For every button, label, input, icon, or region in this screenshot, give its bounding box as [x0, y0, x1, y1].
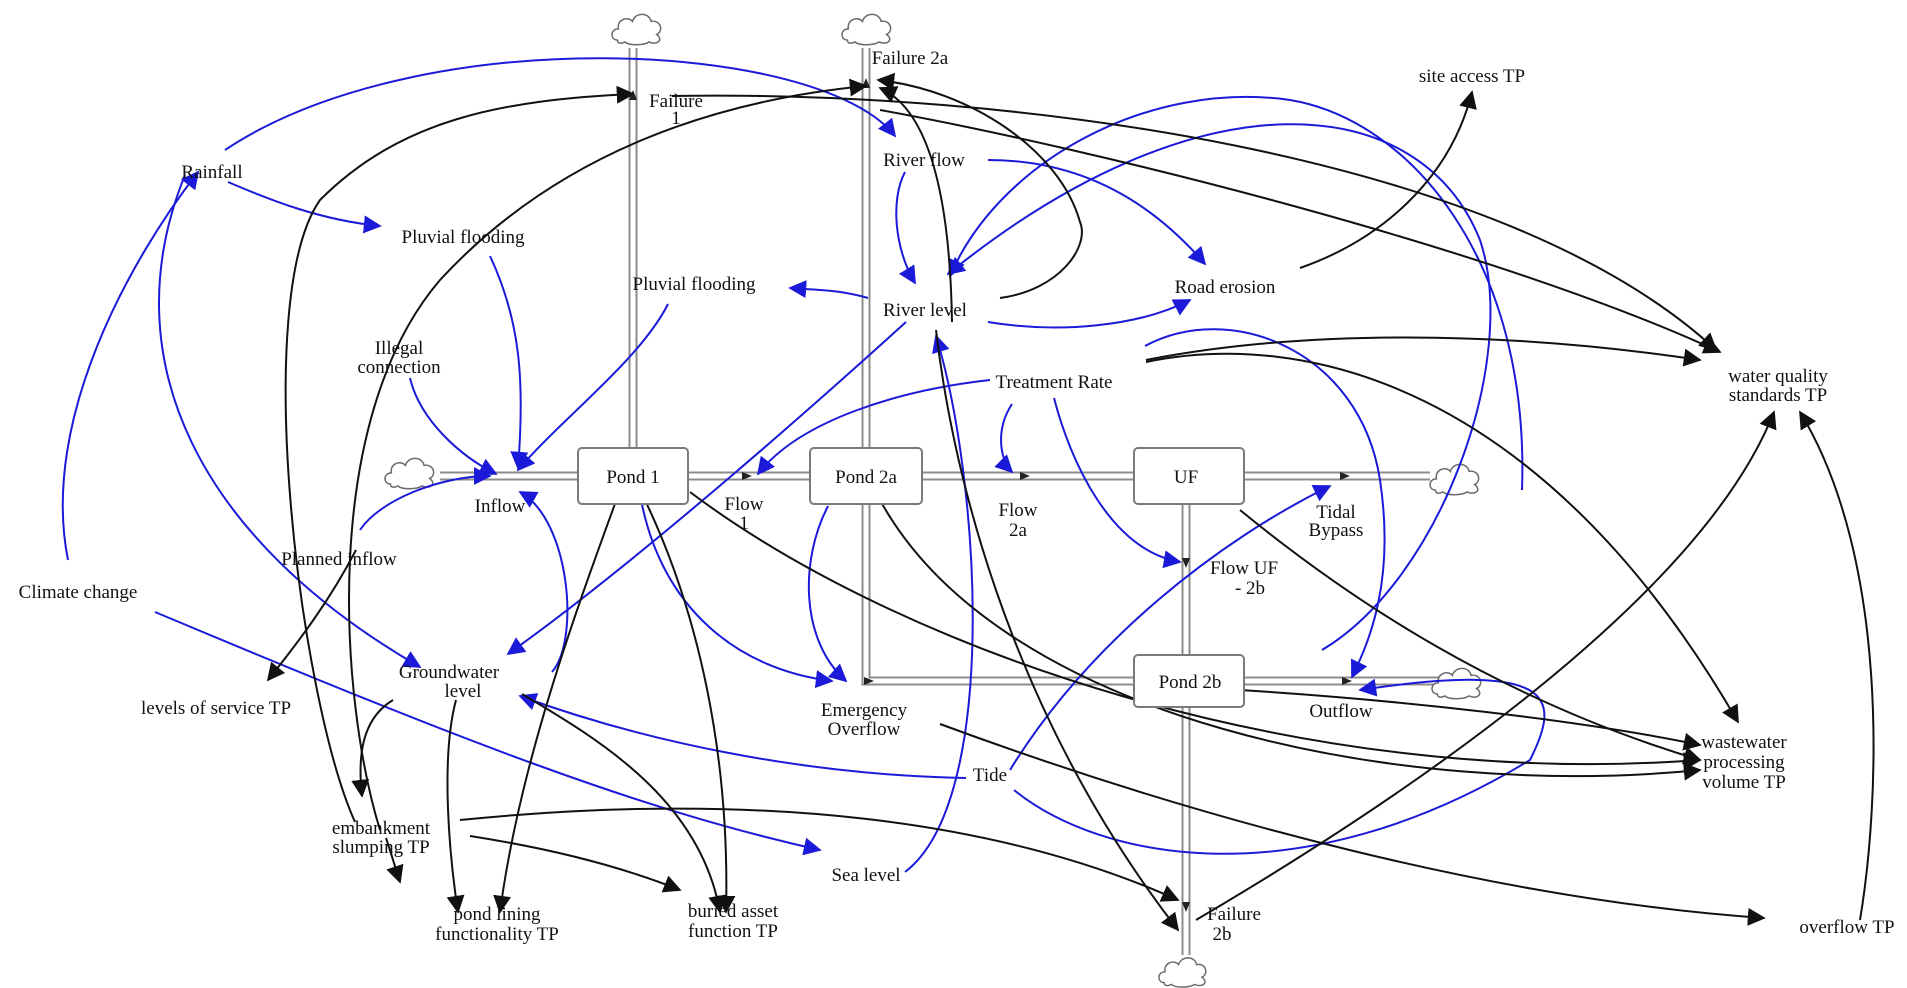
stock-label-pond-2a: Pond 2a	[835, 467, 897, 488]
var-embankment-slumping-line2: slumping TP	[332, 837, 429, 858]
flow-labels: Failure 1 Failure 2a Flow 1 Flow 2a Tida…	[475, 48, 1373, 945]
flow-emergency-overflow-line2: Overflow	[828, 719, 901, 740]
stock-uf[interactable]: UF	[1133, 447, 1245, 505]
cloud-icon-outflow	[1431, 667, 1482, 700]
flow-uf-2b-line1: Flow UF	[1210, 558, 1278, 579]
valve-flow-2a	[1020, 472, 1030, 480]
cloud-icon-failure-1	[611, 13, 662, 46]
flow-failure-1-line1: Failure	[649, 91, 703, 112]
flow-1-line1: Flow	[724, 494, 763, 515]
flow-tidal-bypass-line1: Tidal	[1316, 502, 1355, 523]
var-illegal-connection-line1: Illegal	[375, 338, 424, 359]
var-embankment-slumping-line1: embankment	[332, 818, 431, 839]
var-groundwater-level-line1: Groundwater	[399, 662, 500, 683]
flow-pipes	[440, 48, 1440, 955]
valve-failure-2b	[1182, 902, 1190, 912]
valve-outflow	[1342, 677, 1352, 685]
cloud-icon-failure-2a	[841, 13, 892, 46]
var-pluvial-flooding-2: Pluvial flooding	[633, 274, 756, 295]
flow-uf-2b-line2: - 2b	[1235, 578, 1265, 599]
valve-flow-uf-2b	[1182, 558, 1190, 568]
var-rainfall: Rainfall	[181, 162, 242, 183]
flow-2a-line1: Flow	[998, 500, 1037, 521]
var-groundwater-level-line2: level	[445, 681, 482, 702]
var-planned-inflow: Planned inflow	[281, 549, 397, 570]
var-wastewater-line3: volume TP	[1702, 772, 1786, 793]
var-treatment-rate: Treatment Rate	[996, 372, 1113, 393]
var-wastewater-line2: processing	[1703, 752, 1785, 773]
var-pond-lining-line2: functionality TP	[435, 924, 559, 945]
flow-emergency-overflow-line1: Emergency	[821, 700, 908, 721]
cloud-icon-inflow	[384, 457, 435, 490]
flow-failure-2b-line2: 2b	[1213, 924, 1232, 945]
var-climate-change: Climate change	[19, 582, 138, 603]
flow-failure-2a: Failure 2a	[872, 48, 949, 69]
stock-label-uf: UF	[1174, 467, 1198, 488]
variable-labels: Rainfall Pluvial flooding Pluvial floodi…	[19, 66, 1895, 945]
var-river-level: River level	[883, 300, 967, 321]
flow-outflow: Outflow	[1309, 701, 1373, 722]
var-water-quality-line2: standards TP	[1729, 385, 1827, 406]
var-buried-asset-line1: buried asset	[688, 901, 779, 922]
var-road-erosion: Road erosion	[1175, 277, 1276, 298]
var-pluvial-flooding-1: Pluvial flooding	[402, 227, 525, 248]
flow-2a-line2: 2a	[1009, 520, 1028, 541]
var-levels-of-service: levels of service TP	[141, 698, 291, 719]
flow-tidal-bypass-line2: Bypass	[1309, 520, 1364, 541]
var-pond-lining-line1: pond lining	[453, 904, 541, 925]
var-sea-level: Sea level	[831, 865, 900, 886]
var-illegal-connection-line2: connection	[357, 357, 441, 378]
var-buried-asset-line2: function TP	[688, 921, 778, 942]
var-river-flow: River flow	[883, 150, 965, 171]
flow-valves	[629, 78, 1352, 912]
var-overflow-tp: overflow TP	[1799, 917, 1894, 938]
var-tide: Tide	[973, 765, 1007, 786]
flow-inflow: Inflow	[475, 496, 526, 517]
stock-label-pond-1: Pond 1	[606, 467, 659, 488]
valve-emergency-overflow	[864, 677, 874, 685]
stock-label-pond-2b: Pond 2b	[1159, 672, 1222, 693]
var-wastewater-line1: wastewater	[1701, 732, 1787, 753]
var-water-quality-line1: water quality	[1728, 366, 1828, 387]
stock-pond-2a[interactable]: Pond 2a	[809, 447, 923, 505]
blue-links	[61, 57, 1546, 873]
stock-pond-1[interactable]: Pond 1	[577, 447, 689, 505]
cloud-icon-failure-2b	[1158, 957, 1207, 988]
flow-1-line2: 1	[739, 513, 749, 534]
valve-flow-1	[742, 472, 752, 480]
flow-failure-2b-line1: Failure	[1207, 904, 1261, 925]
black-links	[266, 72, 1875, 932]
var-site-access: site access TP	[1419, 66, 1525, 87]
stock-pond-2b[interactable]: Pond 2b	[1133, 654, 1245, 708]
flow-failure-1-line2: 1	[671, 108, 681, 129]
valve-tidal-bypass	[1340, 472, 1350, 480]
